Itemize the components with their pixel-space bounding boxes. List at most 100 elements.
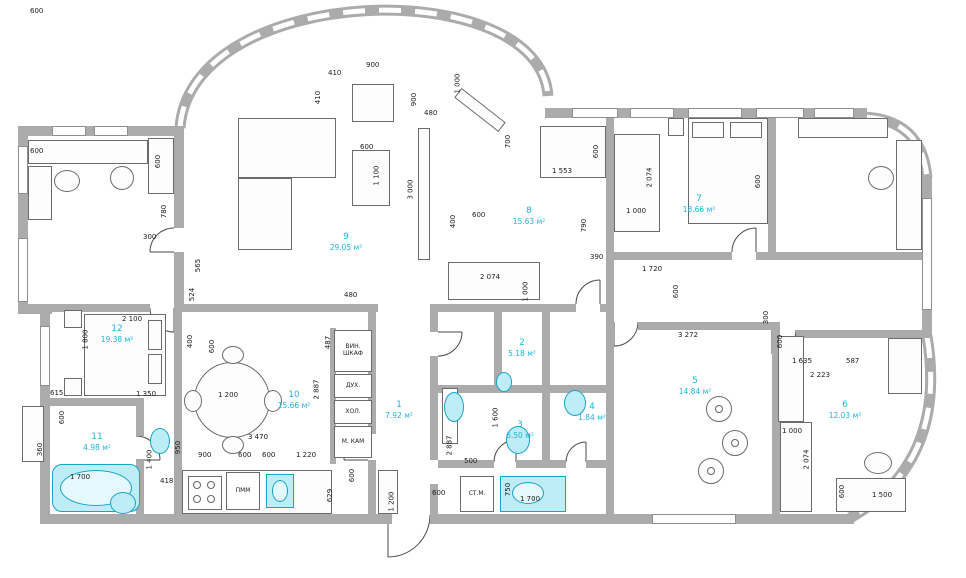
dimension-label: 2 223 — [810, 371, 831, 379]
pouf-center — [731, 439, 739, 447]
shaft — [22, 406, 44, 462]
wine-cabinet: ВИН. ШКАФ — [334, 330, 372, 372]
dimension-label: 900 — [366, 61, 380, 69]
room-area: 15.66 м² — [277, 400, 311, 410]
interior-wall — [174, 252, 184, 306]
dimension-label: 565 — [194, 258, 203, 273]
hob — [188, 476, 222, 510]
chair — [110, 166, 134, 190]
dimension-label: 629 — [326, 488, 335, 503]
dimension-label: 410 — [328, 69, 342, 77]
interior-wall — [772, 322, 780, 518]
dimension-label: 1 000 — [626, 207, 647, 215]
interior-wall — [174, 398, 182, 516]
corner-sofa — [238, 118, 336, 178]
exterior-wall — [430, 514, 854, 524]
interior-wall — [606, 385, 614, 514]
dimension-label: 600 — [592, 144, 601, 159]
dishwasher-label: ПММ — [235, 486, 251, 494]
dimension-label: 300 — [762, 310, 771, 325]
interior-wall — [494, 304, 502, 388]
interior-wall — [438, 385, 614, 393]
toilet — [506, 426, 530, 454]
interior-wall — [756, 252, 932, 260]
dimension-label: 615 — [50, 389, 64, 397]
washing-machine: СТ.М. — [460, 476, 494, 512]
desk — [28, 140, 148, 164]
exterior-wall — [40, 304, 50, 524]
dimension-label: 3 470 — [248, 433, 269, 441]
cabinet — [448, 262, 540, 300]
dimension-label: 1 700 — [70, 473, 91, 481]
dimension-label: 600 — [238, 451, 252, 459]
room-area: 1.84 м² — [578, 412, 606, 422]
dimension-label: 600 — [360, 143, 374, 151]
tv-console — [418, 128, 430, 260]
chair — [868, 166, 894, 190]
dimension-label: 780 — [160, 204, 169, 219]
closet-door-arc — [437, 331, 463, 357]
interior-wall — [136, 398, 144, 436]
interior-wall — [606, 304, 614, 385]
hob-burner — [193, 481, 201, 489]
interior-wall — [368, 460, 376, 516]
dimension-label: 3 000 — [406, 179, 415, 200]
sink — [496, 372, 512, 392]
dimension-label: 600 — [776, 334, 785, 349]
dining-table — [194, 362, 270, 438]
chair — [864, 452, 892, 474]
chair — [54, 170, 80, 192]
sink — [150, 428, 170, 454]
dimension-label: 524 — [188, 287, 197, 302]
study-door-arc — [149, 227, 175, 253]
room-area: 6.50 м² — [506, 430, 534, 440]
room-area: 15.63 м² — [512, 216, 546, 226]
interior-wall — [516, 460, 566, 468]
interior-wall — [430, 484, 438, 514]
dimension-label: 600 — [838, 484, 847, 499]
room-area: 19.38 м² — [100, 334, 134, 344]
dimension-label: 950 — [174, 440, 183, 455]
kitchen-sink-bowl — [272, 480, 288, 502]
dimension-label: 1 553 — [552, 167, 573, 175]
interior-wall — [174, 304, 182, 400]
room7-door-arc — [731, 227, 757, 253]
dimension-label: 600 — [672, 284, 681, 299]
dimension-label: 600 — [754, 174, 763, 189]
desk — [836, 478, 906, 512]
room-number: 10 — [288, 390, 300, 400]
wine-cabinet-label: ВИН. — [345, 343, 361, 351]
hob-burner — [207, 481, 215, 489]
interior-wall — [638, 322, 774, 330]
nightstand — [64, 310, 82, 328]
dimension-label: 480 — [424, 109, 438, 117]
wardrobe — [614, 134, 660, 232]
dimension-label: 1 200 — [218, 391, 239, 399]
room5-door-arc — [613, 321, 639, 347]
dimension-label: 500 — [464, 457, 478, 465]
room-number: 12 — [111, 324, 123, 334]
dimension-label: 418 — [160, 477, 174, 485]
dimension-label: 390 — [590, 253, 604, 261]
pillow — [148, 354, 162, 384]
chair — [222, 436, 244, 454]
room-area: 29.05 м² — [329, 242, 363, 252]
sink — [444, 392, 464, 422]
dimension-label: 600 — [58, 410, 67, 425]
dimension-label: 2 074 — [802, 449, 811, 470]
dimension-label: 1 100 — [372, 165, 381, 186]
freezer-label: М. КАМ — [341, 437, 365, 445]
window — [814, 108, 854, 118]
dimension-label: 700 — [504, 134, 513, 149]
pouf — [722, 430, 748, 456]
interior-wall — [438, 304, 576, 312]
window — [572, 108, 618, 118]
corner-sofa — [238, 178, 292, 250]
pillow — [148, 320, 162, 350]
interior-wall — [44, 304, 150, 312]
